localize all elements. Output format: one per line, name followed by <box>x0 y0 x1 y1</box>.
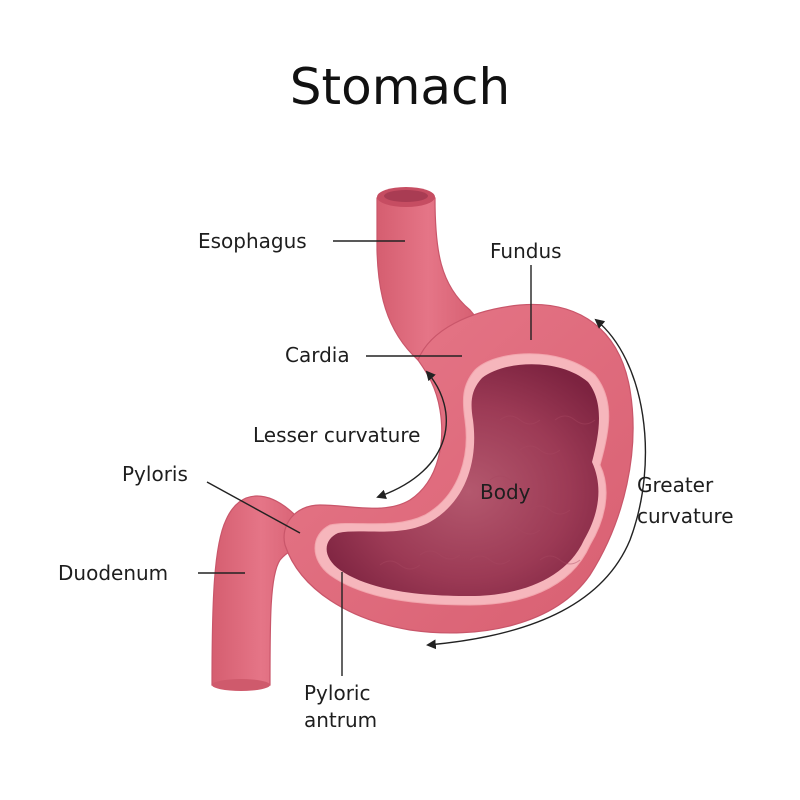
pyloric-antrum-label-line1: Pyloric <box>304 681 370 705</box>
page-title: Stomach <box>290 58 510 116</box>
fundus-label: Fundus <box>490 239 562 263</box>
duodenum-label: Duodenum <box>58 561 168 585</box>
pyloris-label: Pyloris <box>122 462 188 486</box>
pyloric-antrum-label-line2: antrum <box>304 708 377 732</box>
lesser-curvature-label: Lesser curvature <box>253 423 420 447</box>
body-label: Body <box>480 480 531 504</box>
greater-curvature-label-line2: curvature <box>637 504 734 528</box>
esophagus-label: Esophagus <box>198 229 307 253</box>
cardia-label: Cardia <box>285 343 350 367</box>
greater-curvature-label-line1: Greater <box>637 473 714 497</box>
